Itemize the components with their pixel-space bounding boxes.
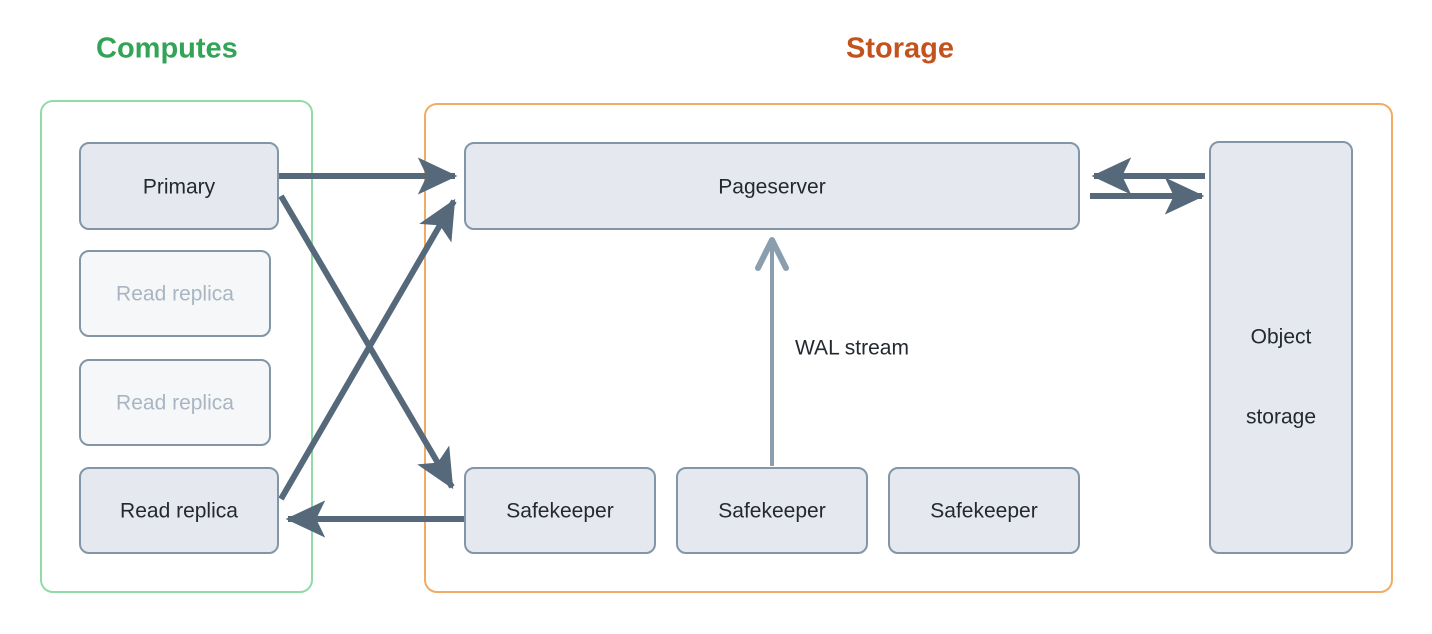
node-pageserver-label: Pageserver: [718, 176, 825, 199]
node-replica-3[interactable]: Read replica: [79, 467, 279, 554]
edge-wal-stream: WAL stream: [755, 237, 909, 466]
node-replica-1-box[interactable]: [79, 250, 271, 337]
edge-replica-to-pageserver: [278, 198, 457, 501]
wal-stream-label: WAL stream: [795, 337, 909, 360]
group-computes: Computes: [40, 33, 313, 593]
node-primary-box[interactable]: [79, 142, 279, 230]
computes-container: [40, 100, 313, 593]
node-safekeeper-1[interactable]: Safekeeper: [464, 467, 656, 554]
node-pageserver-box[interactable]: [464, 142, 1080, 230]
node-safekeeper-2-box[interactable]: [676, 467, 868, 554]
computes-title: Computes: [96, 33, 238, 65]
node-safekeeper-2-label: Safekeeper: [718, 500, 825, 523]
node-object-storage-label-line2: storage: [1246, 406, 1316, 429]
storage-container: [424, 103, 1393, 593]
node-replica-2-label: Read replica: [116, 392, 234, 415]
node-safekeeper-2[interactable]: Safekeeper: [676, 467, 868, 554]
node-replica-1[interactable]: Read replica: [79, 250, 271, 337]
node-primary-label: Primary: [143, 176, 216, 199]
node-replica-2-box[interactable]: [79, 359, 271, 446]
node-primary[interactable]: Primary: [79, 142, 279, 230]
node-replica-2[interactable]: Read replica: [79, 359, 271, 446]
node-object-storage-label-line1: Object: [1251, 326, 1312, 349]
node-safekeeper-3[interactable]: Safekeeper: [888, 467, 1080, 554]
node-replica-3-label: Read replica: [120, 500, 238, 523]
group-storage: Storage: [424, 33, 1393, 593]
node-replica-3-box[interactable]: [79, 467, 279, 554]
edges-layer: WAL stream: [278, 157, 1205, 538]
node-safekeeper-1-label: Safekeeper: [506, 500, 613, 523]
node-replica-1-label: Read replica: [116, 283, 234, 306]
node-safekeeper-3-label: Safekeeper: [930, 500, 1037, 523]
node-pageserver[interactable]: Pageserver: [464, 142, 1080, 230]
nodes-layer: Primary Read replica Read replica Read r…: [79, 141, 1353, 554]
edge-primary-to-safekeeper: [278, 194, 455, 490]
node-object-storage[interactable]: Object storage: [1209, 141, 1353, 554]
node-object-storage-box[interactable]: [1209, 141, 1353, 554]
node-safekeeper-3-box[interactable]: [888, 467, 1080, 554]
node-safekeeper-1-box[interactable]: [464, 467, 656, 554]
storage-title: Storage: [846, 33, 954, 65]
